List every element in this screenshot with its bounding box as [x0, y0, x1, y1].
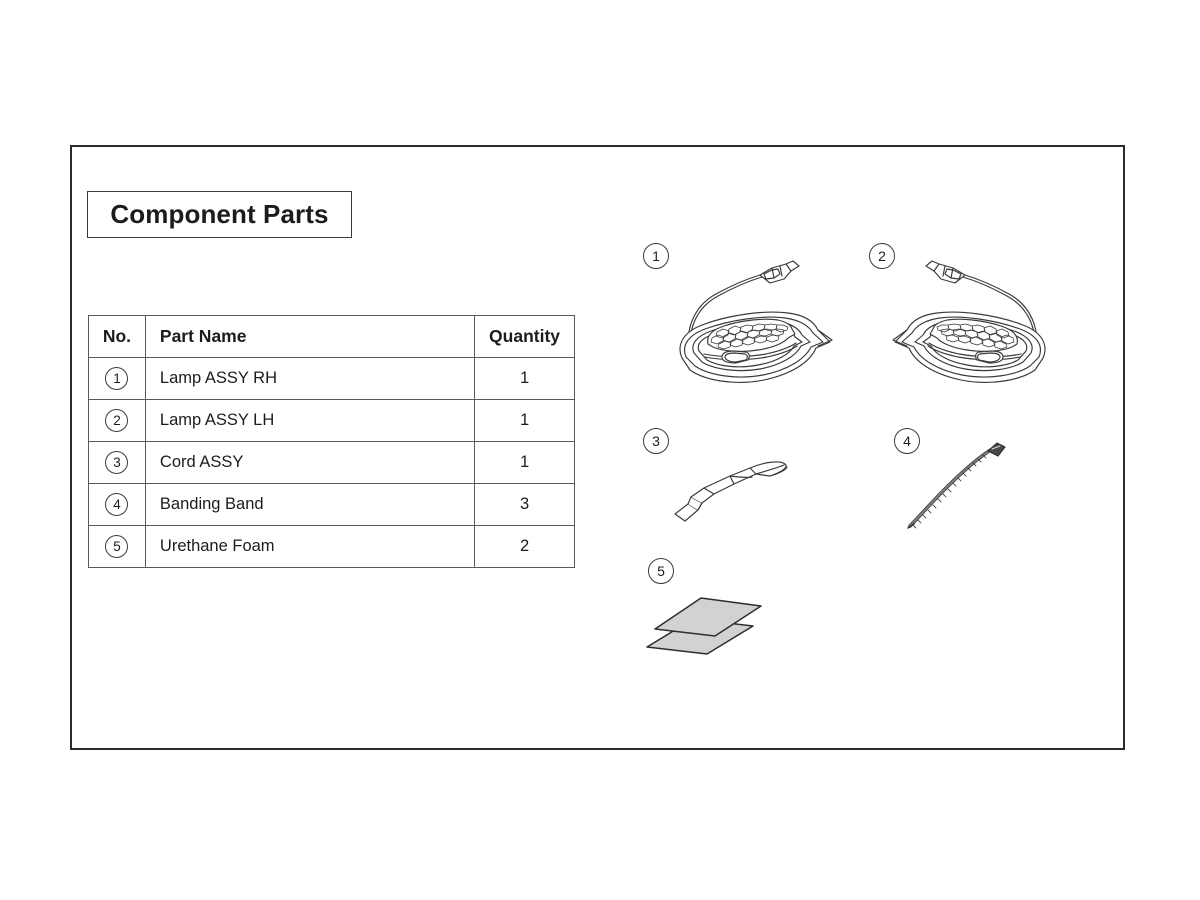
- table-row: 3 Cord ASSY 1: [88, 441, 575, 484]
- cell-part-name: Lamp ASSY RH: [144, 357, 476, 400]
- page-title-box: Component Parts: [87, 191, 352, 238]
- cell-quantity: 1: [474, 357, 575, 400]
- table-row: 1 Lamp ASSY RH 1: [88, 357, 575, 400]
- cell-quantity: 1: [474, 399, 575, 442]
- cell-no: 2: [88, 399, 146, 442]
- page-title: Component Parts: [110, 199, 329, 229]
- circled-number-icon: 1: [105, 367, 129, 390]
- column-header-part-name: Part Name: [144, 315, 476, 358]
- table-row: 4 Banding Band 3: [88, 483, 575, 526]
- cell-quantity: 3: [474, 483, 575, 526]
- cell-quantity: 1: [474, 441, 575, 484]
- column-header-quantity: Quantity: [474, 315, 575, 358]
- cell-quantity: 2: [474, 525, 575, 568]
- circled-number-icon: 4: [105, 493, 129, 516]
- cell-no: 4: [88, 483, 146, 526]
- cell-part-name: Urethane Foam: [144, 525, 476, 568]
- column-header-no: No.: [88, 315, 146, 358]
- table-row: 2 Lamp ASSY LH 1: [88, 399, 575, 442]
- circled-number-icon: 5: [105, 535, 129, 558]
- cell-no: 3: [88, 441, 146, 484]
- cell-no: 1: [88, 357, 146, 400]
- component-parts-table: No. Part Name Quantity 1 Lamp ASSY RH 1 …: [88, 315, 575, 568]
- circled-number-icon: 3: [105, 451, 129, 474]
- cell-part-name: Cord ASSY: [144, 441, 476, 484]
- cell-no: 5: [88, 525, 146, 568]
- circled-number-icon: 2: [105, 409, 129, 432]
- cell-part-name: Lamp ASSY LH: [144, 399, 476, 442]
- table-header-row: No. Part Name Quantity: [88, 315, 575, 358]
- cell-part-name: Banding Band: [144, 483, 476, 526]
- table-row: 5 Urethane Foam 2: [88, 525, 575, 568]
